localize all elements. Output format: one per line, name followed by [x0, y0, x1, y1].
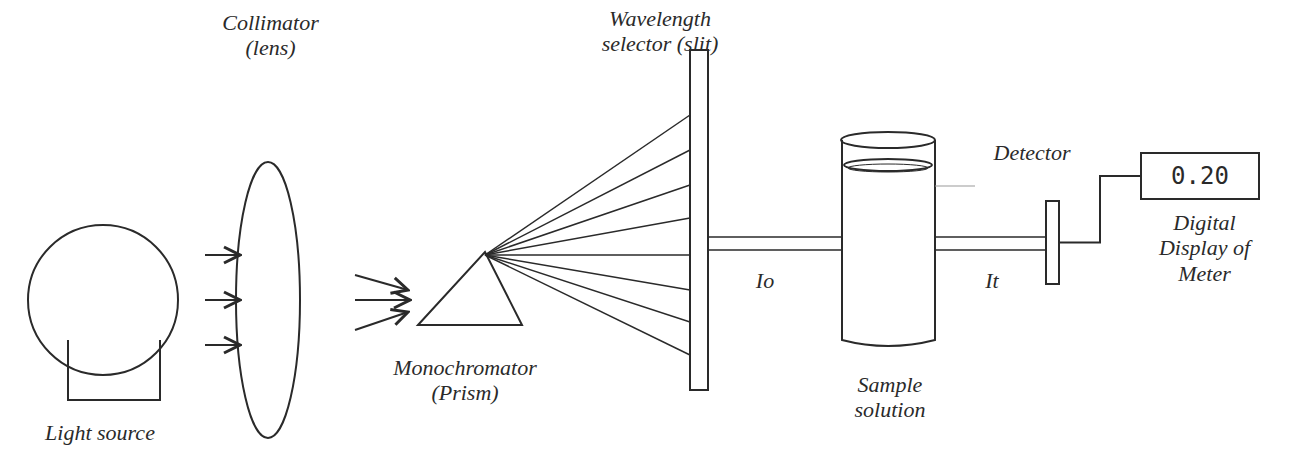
node-heading: Digital Display of Meter — [1137, 210, 1272, 286]
signal-wire — [1060, 176, 1140, 243]
display-box: 0.20Digital Display of Meter — [1140, 152, 1260, 200]
prism — [418, 252, 522, 325]
node-heading: Detector — [972, 140, 1092, 165]
part-label: Wavelength selector (slit) — [585, 6, 735, 57]
part-label: Monochromator (Prism) — [370, 355, 560, 406]
part-label: Light source — [20, 420, 180, 445]
lamp-base — [68, 340, 160, 400]
detector-plate: Detector — [1045, 200, 1060, 285]
part-label: Sample solution — [825, 372, 955, 423]
signal-label: Io — [745, 268, 785, 293]
slit — [690, 50, 708, 390]
part-label: Collimator (lens) — [213, 10, 328, 61]
collimator-lens — [236, 162, 300, 438]
signal-label: It — [972, 268, 1012, 293]
meter-reading: 0.20 — [1142, 154, 1258, 198]
cuvette — [842, 140, 935, 346]
lamp-bulb — [28, 225, 178, 375]
